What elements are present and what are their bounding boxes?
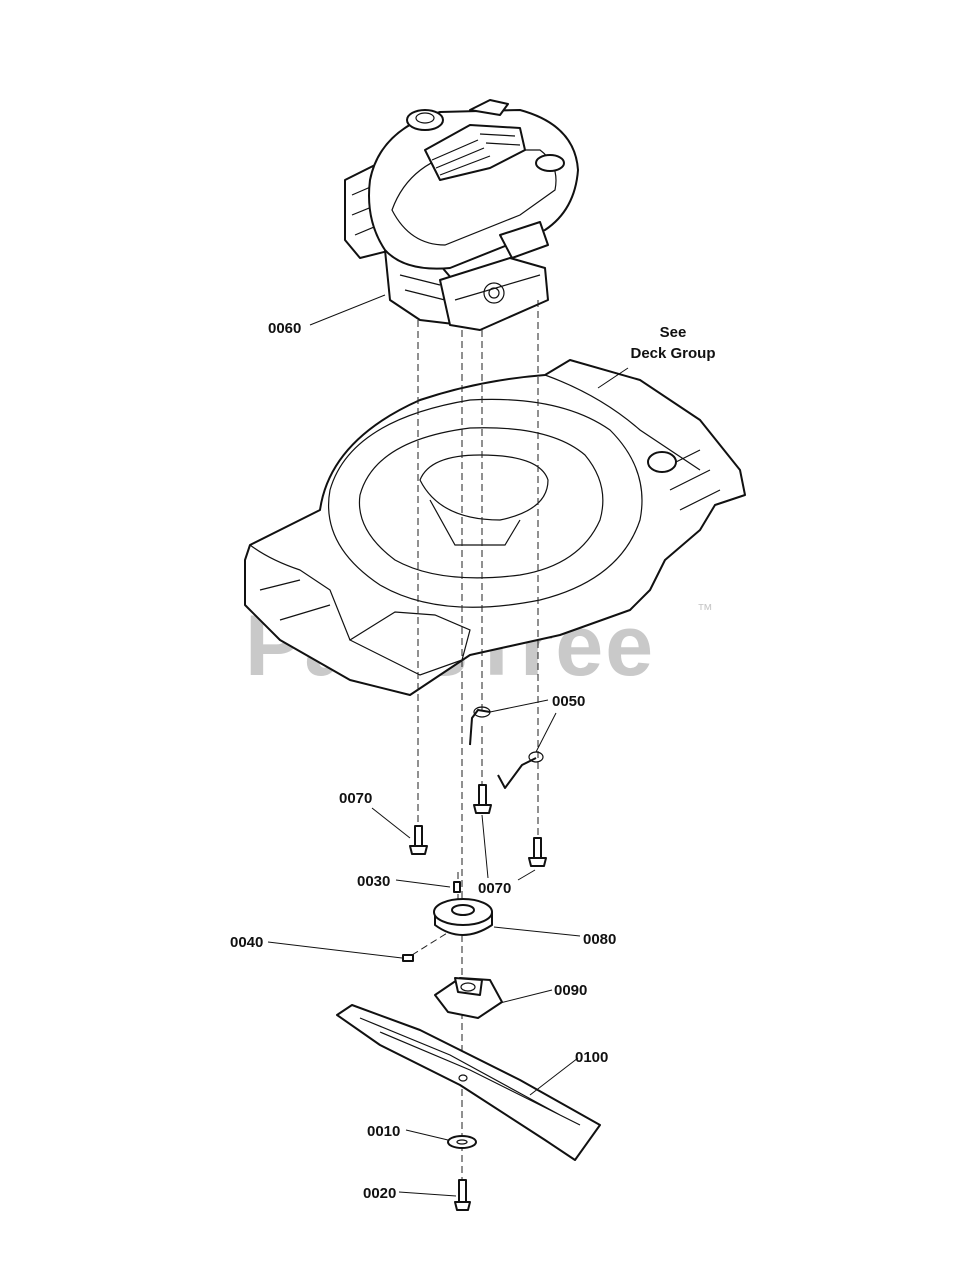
callout-0100[interactable]: 0100 [575, 1049, 608, 1066]
callout-0050[interactable]: 0050 [552, 693, 585, 710]
callout-0080[interactable]: 0080 [583, 931, 616, 948]
bolt-center-drawing[interactable] [473, 784, 492, 814]
deck-drawing[interactable] [244, 359, 746, 696]
callout-0070-center[interactable]: 0070 [478, 880, 511, 897]
callout-0030[interactable]: 0030 [357, 873, 390, 890]
callout-0040[interactable]: 0040 [230, 934, 263, 951]
blade-drawing[interactable] [336, 1004, 601, 1161]
callout-0090[interactable]: 0090 [554, 982, 587, 999]
leader-lines [267, 294, 629, 1197]
key-drawing[interactable] [453, 881, 461, 893]
bolt-left-drawing[interactable] [409, 825, 428, 855]
callout-0070-left[interactable]: 0070 [339, 790, 372, 807]
pin-drawing[interactable] [402, 954, 414, 962]
deck-group-note-line2: Deck Group [630, 345, 715, 362]
blade-bolt-drawing[interactable] [454, 1179, 471, 1211]
washer-drawing[interactable] [447, 1135, 477, 1149]
bolt-right-drawing[interactable] [528, 837, 547, 867]
callout-0010[interactable]: 0010 [367, 1123, 400, 1140]
callout-0020[interactable]: 0020 [363, 1185, 396, 1202]
callout-0060[interactable]: 0060 [268, 320, 301, 337]
watermark-trademark: ™ [697, 602, 713, 619]
engine-drawing[interactable] [344, 99, 579, 331]
pulley-drawing[interactable] [433, 898, 493, 936]
blade-adapter-drawing[interactable] [434, 977, 503, 1019]
wire-bracket-drawing[interactable] [469, 706, 544, 789]
deck-group-note-line1: See [660, 324, 687, 341]
